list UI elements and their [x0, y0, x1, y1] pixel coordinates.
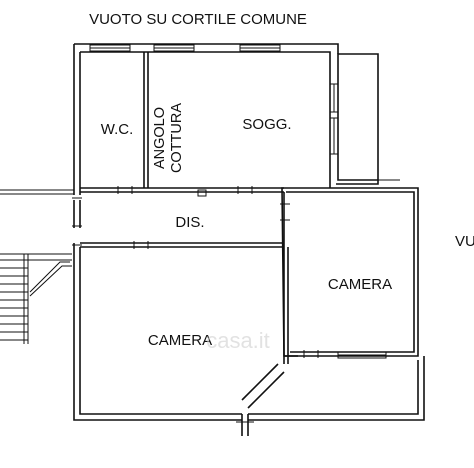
room-label-cottura: COTTURA: [169, 103, 185, 173]
door-marks: [72, 186, 319, 423]
outer-walls: [73, 43, 425, 436]
room-label-wc: W.C.: [101, 121, 134, 138]
room-label-angolo: ANGOLO: [152, 107, 168, 169]
room-label-disimpegno: DIS.: [175, 214, 204, 231]
watermark-logo: casa.it: [206, 328, 270, 353]
interior-walls: [80, 52, 419, 364]
room-label-camera-right: CAMERA: [328, 276, 392, 293]
right-note-label: VU: [455, 233, 474, 250]
outside-lines: [0, 179, 400, 195]
room-label-camera-left: CAMERA: [148, 332, 212, 349]
stairs: [0, 253, 72, 344]
windows: [89, 44, 387, 359]
top-note-label: VUOTO SU CORTILE COMUNE: [89, 11, 307, 28]
room-label-soggiorno: SOGG.: [242, 116, 291, 133]
